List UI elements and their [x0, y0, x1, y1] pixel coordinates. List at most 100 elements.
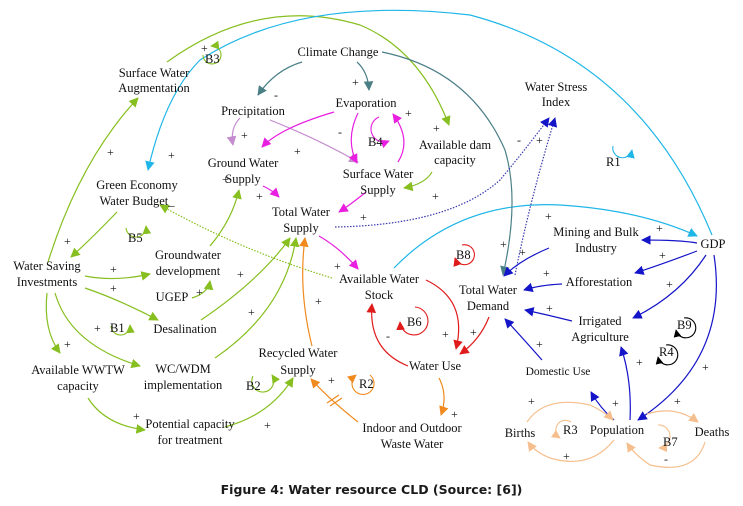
link-pop-to-domestic [590, 391, 615, 421]
pol-sign: + [433, 121, 440, 135]
node-evaporation: Evaporation [335, 96, 397, 110]
link-pop-to-irrag [619, 346, 631, 421]
pol-sign: + [237, 267, 244, 281]
link-wwtw-to-pct [87, 397, 146, 434]
link-iow-to-rws [310, 378, 359, 423]
loop-label-b2: B2 [246, 379, 261, 393]
link-affor-to-twd [523, 282, 563, 293]
link-gwd-to-gws [209, 189, 242, 247]
pol-sign: + [352, 75, 359, 89]
pol-sign: + [528, 394, 535, 408]
loop-label-r4: R4 [659, 345, 674, 359]
loop-label-b8: B8 [456, 248, 471, 262]
loop-r3: R3 [550, 419, 578, 439]
pol-sign: + [470, 325, 477, 339]
causal-loop-diagram: B3 B4 B5 B1 B2 R2 B6 B8 [13, 9, 729, 468]
link-wu-to-iow [438, 377, 449, 416]
loop-label-r3: R3 [563, 423, 578, 437]
link-gdp-to-gewb [145, 9, 713, 236]
pol-sign: + [702, 360, 709, 374]
link-desal-to-tws [200, 237, 291, 321]
node-population: Population [590, 423, 645, 437]
pol-sign: + [168, 148, 175, 162]
link-pop-to-deaths [646, 410, 699, 423]
node-gdp: GDP [700, 237, 725, 251]
pol-sign: + [201, 41, 208, 55]
loop-label-b3: B3 [205, 52, 220, 66]
links [45, 9, 717, 468]
loop-label-b5: B5 [128, 231, 143, 245]
link-sws-to-evap [392, 113, 405, 163]
loop-label-b4: B4 [368, 135, 383, 149]
loop-b8: B8 [453, 244, 475, 267]
loop-r1: R1 [606, 145, 635, 169]
link-sws-to-tws [338, 191, 367, 213]
pol-sign: + [674, 394, 681, 408]
loop-b9: B9 [673, 317, 697, 339]
link-cc-to-twd [381, 51, 513, 276]
link-gdp-to-affor [634, 250, 698, 275]
link-swa-to-dam [166, 15, 451, 126]
loop-label-b9: B9 [677, 318, 692, 332]
link-wsi-to-wwtw [45, 292, 61, 354]
loop-b4: B4 [368, 116, 390, 149]
pol-sign: + [64, 234, 71, 248]
pol-sign: + [328, 373, 335, 387]
loop-label-b6: B6 [407, 315, 422, 329]
link-gewb-to-wsi [70, 211, 118, 258]
node-desalination: Desalination [153, 322, 217, 336]
pol-sign: - [338, 125, 342, 139]
pol-sign: - [517, 133, 521, 147]
pol-sign: + [451, 407, 458, 421]
link-gws-to-tws [262, 185, 280, 198]
pol-sign: + [133, 409, 140, 423]
link-precip-to-gws [226, 117, 241, 146]
figure-caption: Figure 4: Water resource CLD (Source: [6… [220, 482, 523, 497]
link-births-to-pop [526, 401, 614, 423]
link-pop-to-births [527, 439, 615, 462]
polarity-signs: + + + - + + + - + + + - + + + + + + + + … [64, 41, 709, 466]
pol-sign: - [386, 329, 390, 343]
pol-sign: + [545, 209, 552, 223]
pol-sign: + [519, 245, 526, 259]
pol-sign: + [196, 285, 203, 299]
link-wu-to-aws [366, 303, 409, 367]
pol-sign: + [294, 144, 301, 158]
link-dam-to-sws [403, 171, 433, 192]
link-mining-to-twd [503, 247, 550, 277]
loop-b2: B2 [246, 374, 281, 393]
pol-sign: + [563, 449, 570, 463]
link-wcwdm-to-tws [214, 237, 300, 359]
loop-r4: R4 [655, 344, 679, 366]
link-twd-to-wsi [514, 117, 558, 276]
pol-sign: + [110, 281, 117, 295]
node-afforestation: Afforestation [566, 275, 633, 289]
link-deaths-to-pop [626, 441, 706, 468]
node-water-use: Water Use [409, 359, 462, 373]
pol-sign: + [315, 294, 322, 308]
loop-r2: R2 [347, 374, 375, 396]
link-irrag-to-twd [524, 307, 573, 322]
pol-sign: + [405, 106, 412, 120]
pol-sign: + [264, 418, 271, 432]
link-wsi-to-desal [84, 287, 159, 321]
loop-label-b7: B7 [663, 435, 678, 449]
pol-sign: + [536, 133, 543, 147]
link-aws-to-gdp [393, 204, 698, 269]
link-aws-to-wu [425, 279, 463, 350]
link-evap-to-sws [348, 112, 359, 164]
pol-sign: + [110, 262, 117, 276]
